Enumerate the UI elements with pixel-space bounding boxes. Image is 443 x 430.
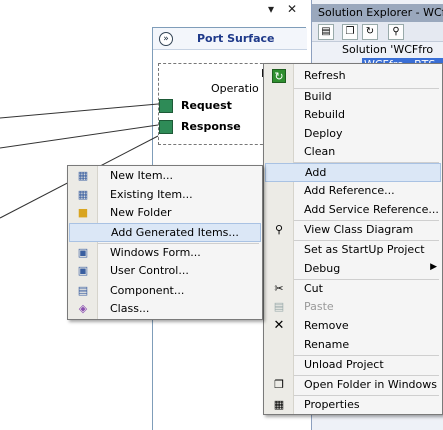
- dropdown-icon[interactable]: ▾: [268, 2, 275, 16]
- existing-item-icon: ▦: [77, 188, 89, 201]
- scissors-icon: ✂: [274, 282, 284, 295]
- menu-item-label: Paste: [304, 300, 334, 313]
- menu-separator: [98, 243, 259, 244]
- port-surface-header: » Port Surface: [153, 28, 307, 50]
- menu-item-label: Deploy: [304, 127, 343, 140]
- menu-item-label: Add Generated Items...: [111, 226, 239, 239]
- menu-separator: [294, 375, 439, 376]
- menu-item-add-service-reference[interactable]: Add Service Reference...: [265, 201, 441, 220]
- class-icon: ◈: [78, 302, 88, 315]
- collapse-chevron-icon[interactable]: »: [159, 32, 173, 46]
- menu-item-class[interactable]: ◈ Class...: [69, 300, 261, 319]
- menu-item-rename[interactable]: Rename: [265, 336, 441, 355]
- open-folder-icon: ❐: [274, 378, 284, 391]
- menu-item-properties[interactable]: ▦ Properties: [265, 396, 441, 415]
- menu-item-label: Set as StartUp Project: [304, 243, 425, 256]
- remove-icon: ✕: [273, 318, 285, 333]
- class-diagram-icon: ⚲: [274, 223, 284, 236]
- submenu-arrow-icon: ▶: [430, 262, 437, 272]
- menu-item-label: Clean: [304, 145, 336, 158]
- menu-item-label: View Class Diagram: [304, 223, 414, 236]
- designer-top-bar: ▾ ✕: [0, 0, 310, 18]
- menu-item-label: Class...: [110, 302, 150, 315]
- menu-separator: [294, 395, 439, 396]
- solution-explorer-title: Solution Explorer - WCf: [312, 4, 443, 22]
- refresh-icon: ↻: [272, 69, 286, 83]
- menu-item-remove[interactable]: ✕ Remove: [265, 317, 441, 336]
- menu-item-view-class-diagram[interactable]: ⚲ View Class Diagram: [265, 221, 441, 240]
- solution-explorer-toolbar: ▤ ❐ ↻ ⚲: [312, 22, 443, 42]
- menu-item-label: User Control...: [110, 264, 189, 277]
- menu-item-label: Build: [304, 90, 332, 103]
- add-submenu: ▦ New Item... ▦ Existing Item... ■ New F…: [67, 165, 263, 320]
- menu-separator: [294, 162, 439, 163]
- operation-shape[interactable]: P Operatio Request Response: [158, 63, 268, 145]
- menu-item-cut[interactable]: ✂ Cut: [265, 280, 441, 299]
- menu-item-label: Existing Item...: [110, 188, 193, 201]
- windows-form-icon: ▣: [77, 246, 89, 259]
- component-icon: ▤: [77, 284, 89, 297]
- menu-item-paste[interactable]: ▤ Paste: [265, 298, 441, 317]
- menu-separator: [294, 220, 439, 221]
- menu-item-label: Debug: [304, 262, 341, 275]
- menu-item-unload-project[interactable]: Unload Project: [265, 356, 441, 375]
- menu-item-label: New Folder: [110, 206, 172, 219]
- solution-tree-item[interactable]: Solution 'WCFfro: [342, 43, 434, 56]
- menu-item-windows-form[interactable]: ▣ Windows Form...: [69, 244, 261, 263]
- request-port-label: Request: [181, 99, 232, 112]
- menu-icon-gutter: [68, 166, 98, 319]
- menu-item-refresh[interactable]: ↻ Refresh: [265, 67, 441, 86]
- show-all-files-icon[interactable]: ❐: [342, 24, 358, 40]
- menu-item-add[interactable]: Add: [265, 163, 441, 182]
- response-port-icon[interactable]: [159, 120, 173, 134]
- menu-item-label: Add Service Reference...: [304, 203, 439, 216]
- request-port-icon[interactable]: [159, 99, 173, 113]
- refresh-toolbar-icon[interactable]: ↻: [362, 24, 378, 40]
- close-icon[interactable]: ✕: [287, 2, 298, 16]
- menu-item-debug[interactable]: Debug ▶: [265, 260, 441, 279]
- menu-item-label: Properties: [304, 398, 360, 411]
- menu-item-existing-item[interactable]: ▦ Existing Item...: [69, 186, 261, 205]
- menu-item-label: Rename: [304, 338, 350, 351]
- menu-item-label: Add Reference...: [304, 184, 395, 197]
- menu-item-new-item[interactable]: ▦ New Item...: [69, 167, 261, 186]
- new-item-icon: ▦: [77, 169, 89, 182]
- view-designer-icon[interactable]: ⚲: [388, 24, 404, 40]
- menu-item-user-control[interactable]: ▣ User Control...: [69, 262, 261, 281]
- menu-item-label: Open Folder in Windows: [304, 378, 437, 391]
- project-context-menu: ↻ Refresh Build Rebuild Deploy Clean Add…: [263, 63, 443, 415]
- menu-item-clean[interactable]: Clean: [265, 143, 441, 162]
- properties-toolbar-icon[interactable]: ▤: [318, 24, 334, 40]
- menu-item-add-reference[interactable]: Add Reference...: [265, 182, 441, 201]
- operation-title: Operatio: [211, 82, 259, 95]
- paste-icon: ▤: [273, 300, 285, 313]
- menu-item-label: Unload Project: [304, 358, 384, 371]
- menu-item-label: Windows Form...: [110, 246, 201, 259]
- menu-item-label: Add: [305, 166, 327, 179]
- menu-item-new-folder[interactable]: ■ New Folder: [69, 204, 261, 223]
- menu-item-build[interactable]: Build: [265, 88, 441, 107]
- menu-separator: [294, 240, 439, 241]
- menu-separator: [294, 88, 439, 89]
- folder-icon: ■: [77, 206, 89, 219]
- menu-icon-gutter: [264, 64, 294, 414]
- properties-icon: ▦: [273, 398, 285, 411]
- menu-item-label: Remove: [304, 319, 349, 332]
- user-control-icon: ▣: [77, 264, 89, 277]
- port-surface-title: Port Surface: [197, 32, 275, 45]
- menu-separator: [294, 279, 439, 280]
- menu-item-deploy[interactable]: Deploy: [265, 125, 441, 144]
- menu-item-label: Rebuild: [304, 108, 345, 121]
- response-port-label: Response: [181, 120, 241, 133]
- menu-item-label: New Item...: [110, 169, 174, 182]
- menu-item-open-folder[interactable]: ❐ Open Folder in Windows: [265, 376, 441, 395]
- menu-item-component[interactable]: ▤ Component...: [69, 282, 261, 301]
- menu-item-rebuild[interactable]: Rebuild: [265, 106, 441, 125]
- menu-item-label: Component...: [110, 284, 185, 297]
- menu-item-label: Refresh: [304, 69, 346, 82]
- menu-item-add-generated-items[interactable]: Add Generated Items...: [69, 223, 261, 242]
- menu-separator: [294, 355, 439, 356]
- menu-item-label: Cut: [304, 282, 323, 295]
- menu-item-set-startup[interactable]: Set as StartUp Project: [265, 241, 441, 260]
